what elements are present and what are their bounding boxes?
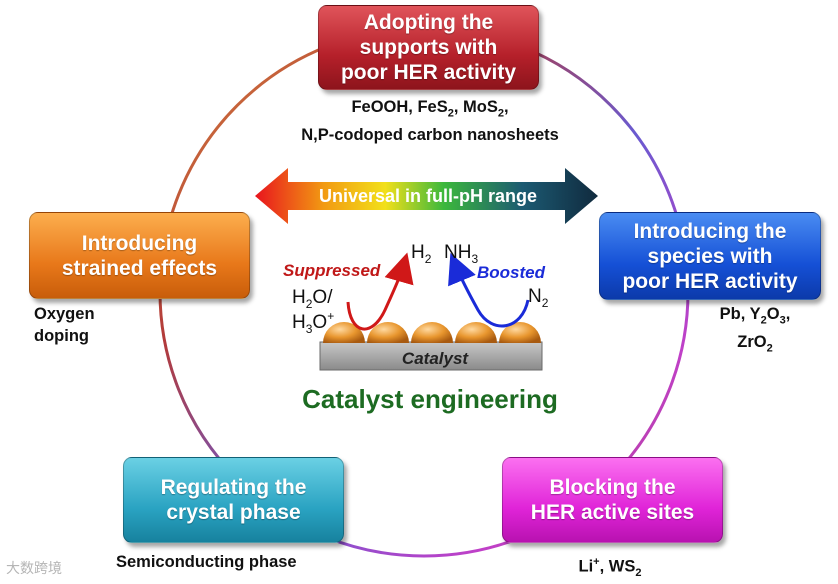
strategy-box-blocking: Blocking the HER active sites	[502, 457, 723, 543]
suppressed-label: Suppressed	[283, 261, 381, 280]
h2-formula: H2	[411, 242, 432, 266]
catalyst-particle	[323, 322, 365, 343]
examples-phase: Semiconducting phase	[116, 551, 297, 573]
catalyst-label: Catalyst	[402, 349, 469, 368]
suppressed-her-arrow	[346, 252, 414, 331]
examples-strain: Oxygen doping	[34, 303, 95, 347]
boosted-nrr-arrow	[448, 252, 530, 328]
strategy-box-strain: Introducing strained effects	[29, 212, 250, 299]
examples-blocking: Li+, WS2	[540, 551, 680, 584]
strategy-label: Introducing the species with poor HER ac…	[622, 219, 798, 293]
strategy-label: Regulating the crystal phase	[160, 476, 307, 524]
examples-supports: FeOOH, FeS2, MoS2, N,P-codoped carbon na…	[280, 96, 580, 146]
example-line: Semiconducting phase	[116, 553, 297, 571]
catalyst-particle	[499, 322, 541, 343]
strategy-box-species: Introducing the species with poor HER ac…	[599, 212, 821, 300]
example-line: Li+, WS2	[578, 556, 642, 579]
examples-species: Pb, Y2O3, ZrO2	[700, 303, 810, 360]
ph-range-label: Universal in full-pH range	[319, 186, 537, 206]
watermark: 大数跨境	[6, 560, 62, 576]
catalyst-surface	[319, 341, 543, 371]
strategy-label: Blocking the HER active sites	[530, 476, 695, 524]
strategy-label: Adopting the supports with poor HER acti…	[340, 11, 517, 84]
example-line: FeOOH, FeS2, MoS2,	[351, 98, 509, 120]
n2-formula: N2	[528, 286, 549, 310]
example-line: N,P-codoped carbon nanosheets	[301, 126, 559, 145]
catalyst-particle	[411, 322, 453, 343]
strategy-box-phase: Regulating the crystal phase	[123, 457, 344, 543]
ph-range-arrow	[255, 168, 598, 224]
example-line: doping	[34, 327, 89, 345]
example-line: Pb, Y2O3,	[719, 305, 791, 327]
example-line: Oxygen	[34, 305, 95, 323]
catalyst-particle	[455, 322, 497, 343]
nh3-formula: NH3	[444, 242, 478, 266]
strategy-box-supports: Adopting the supports with poor HER acti…	[318, 5, 539, 90]
example-line: ZrO2	[737, 333, 773, 355]
h2o-formula: H2O/	[292, 287, 333, 311]
center-title: Catalyst engineering	[302, 384, 558, 414]
boosted-label: Boosted	[477, 263, 546, 282]
h3o-formula: H3O+	[292, 309, 334, 336]
catalyst-particle	[367, 322, 409, 343]
strategy-label: Introducing strained effects	[61, 231, 218, 280]
